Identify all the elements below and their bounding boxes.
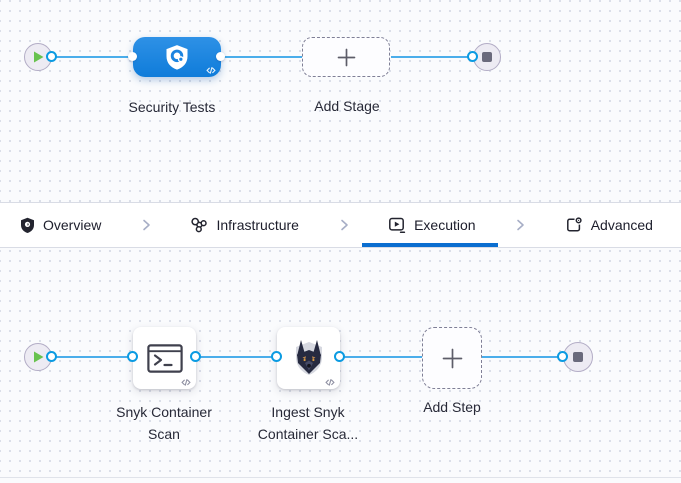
add-stage-node[interactable] — [302, 37, 390, 77]
stage-left-dot[interactable] — [128, 52, 137, 61]
step-node-ingest-snyk[interactable] — [277, 327, 340, 389]
connector-port[interactable] — [190, 351, 201, 362]
connector-port[interactable] — [334, 351, 345, 362]
terminal-icon — [146, 343, 183, 373]
tab-label: Advanced — [590, 217, 653, 233]
chevron-right-icon — [338, 219, 350, 231]
stop-icon — [482, 52, 492, 62]
security-shield-icon — [163, 43, 191, 71]
tab-label: Infrastructure — [216, 217, 299, 233]
tab-execution[interactable]: Execution — [361, 203, 499, 247]
edge-start-to-stage — [52, 56, 133, 58]
chevron-right-icon — [514, 219, 526, 231]
bottom-divider — [0, 477, 681, 478]
step-label: Ingest Snyk Container Sca... — [257, 404, 359, 442]
step-label: Snyk Container Scan — [116, 404, 212, 442]
add-step-node[interactable] — [422, 327, 482, 389]
tab-overview[interactable]: Overview — [20, 203, 101, 247]
play-icon — [33, 351, 44, 363]
tab-advanced[interactable]: Advanced — [565, 203, 653, 247]
stage-node-security-tests[interactable] — [133, 37, 221, 77]
code-icon — [206, 67, 216, 74]
chevron-right-icon — [140, 219, 152, 231]
edge-addstage-to-end — [391, 56, 473, 58]
edge-addstep-to-end — [482, 356, 563, 358]
step-end-node[interactable] — [563, 342, 593, 372]
plus-icon — [442, 348, 463, 369]
execution-icon — [388, 216, 406, 234]
code-icon — [325, 379, 335, 386]
add-stage-label: Add Stage — [314, 98, 380, 114]
stage-right-dot[interactable] — [216, 52, 225, 61]
tab-infrastructure[interactable]: Infrastructure — [190, 203, 299, 247]
connector-port[interactable] — [557, 351, 568, 362]
infrastructure-icon — [190, 216, 208, 234]
bottom-strip — [0, 478, 681, 483]
connector-port[interactable] — [46, 51, 57, 62]
tab-label: Execution — [414, 217, 476, 233]
connector-port[interactable] — [127, 351, 138, 362]
snyk-doberman-icon — [292, 339, 326, 377]
shield-icon — [20, 217, 35, 234]
connector-port[interactable] — [271, 351, 282, 362]
connector-port[interactable] — [467, 51, 478, 62]
stage-config-tabbar: Overview Infrastructure — [0, 202, 681, 248]
code-icon — [181, 379, 191, 386]
add-step-label: Add Step — [423, 399, 481, 415]
edge-start-to-step1 — [52, 356, 133, 358]
edge-stage-to-addstage — [221, 56, 302, 58]
edge-step1-to-step2 — [196, 356, 277, 358]
edge-step2-to-addstep — [340, 356, 422, 358]
plus-icon — [337, 48, 356, 67]
stage-label: Security Tests — [128, 99, 216, 115]
stop-icon — [573, 352, 583, 362]
play-icon — [33, 51, 44, 63]
step-node-snyk-container-scan[interactable] — [133, 327, 196, 389]
advanced-icon — [565, 216, 583, 234]
tab-label: Overview — [43, 217, 102, 233]
connector-port[interactable] — [46, 351, 57, 362]
